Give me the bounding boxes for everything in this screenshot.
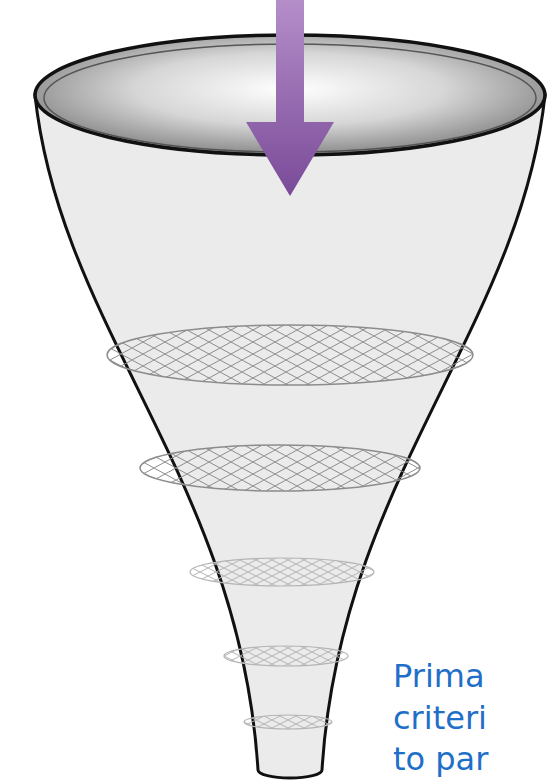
filter-mesh	[140, 445, 420, 491]
filter-mesh	[107, 325, 473, 385]
input-arrow	[246, 0, 334, 196]
funnel-body	[35, 95, 545, 778]
filter-mesh	[244, 715, 332, 729]
filter-mesh	[190, 558, 374, 586]
note-text: to par	[393, 739, 488, 779]
note-text: criteri	[393, 698, 487, 738]
note-text: Prima	[393, 656, 485, 696]
filter-mesh	[224, 646, 348, 666]
